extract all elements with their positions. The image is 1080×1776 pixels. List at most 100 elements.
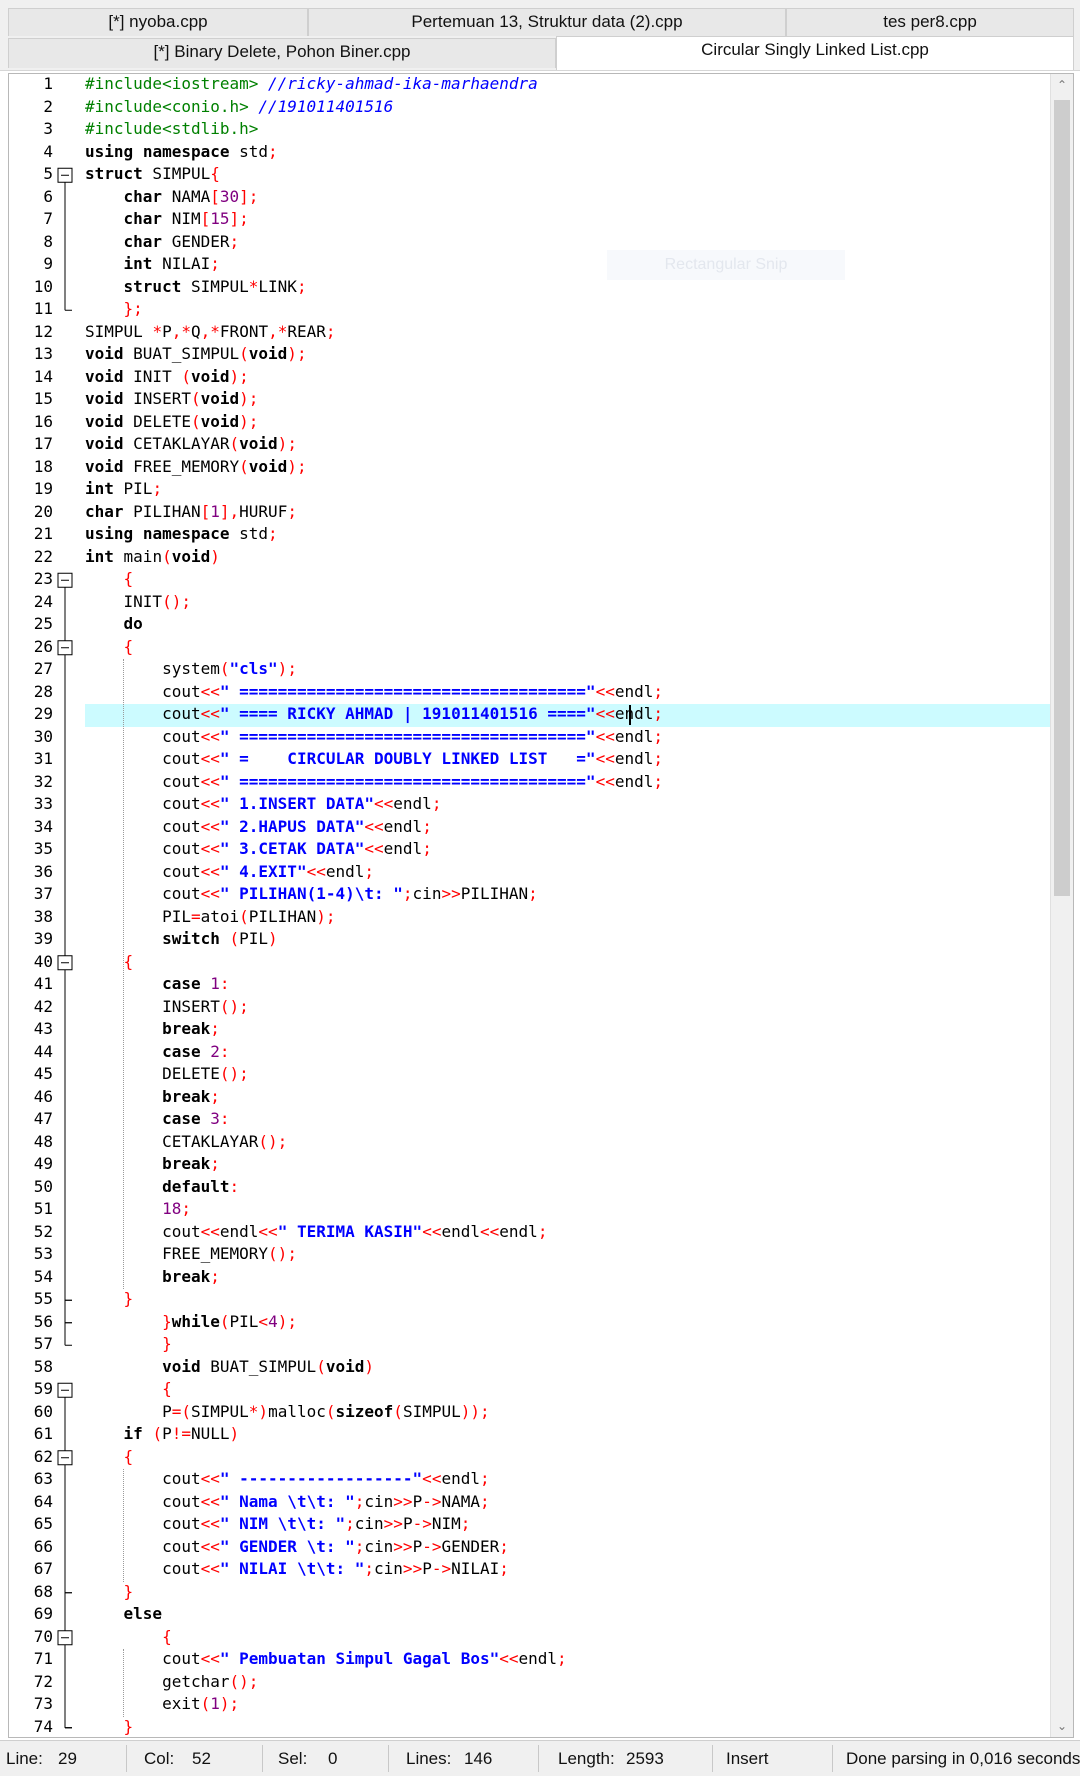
code-line[interactable]: if (P!=NULL)	[123, 1424, 240, 1443]
code-line[interactable]: CETAKLAYAR();	[85, 1131, 288, 1151]
code-line[interactable]: 18;	[162, 1199, 191, 1218]
code-line[interactable]: cout<<" NILAI \t\t: ";cin>>P->NILAI;	[85, 1559, 509, 1578]
status-message: Done parsing in 0,016 seconds	[846, 1749, 1080, 1768]
code-line[interactable]: void DELETE(void);	[85, 411, 259, 431]
code-line[interactable]: #include<iostream> //ricky-ahmad-ika-mar…	[85, 74, 538, 93]
code-line[interactable]: void INSERT(void);	[85, 389, 259, 408]
code-line[interactable]: {	[162, 1379, 172, 1398]
code-line[interactable]: }	[123, 1716, 134, 1736]
line-number: 63	[33, 1469, 53, 1488]
code-line[interactable]: default:	[162, 1176, 240, 1196]
code-line[interactable]: char NIM[15];	[123, 209, 249, 228]
code-line[interactable]: int main(void)	[85, 546, 220, 566]
code-line[interactable]: {	[123, 951, 134, 971]
code-line[interactable]: }	[162, 1334, 172, 1353]
vertical-scrollbar[interactable]: ⌃ ⌄	[1050, 74, 1073, 1737]
code-area[interactable]: #include<iostream> //ricky-ahmad-ika-mar…	[85, 74, 1051, 1737]
scroll-thumb[interactable]	[1054, 100, 1070, 896]
code-line[interactable]: cout<<" 4.EXIT"<<endl;	[85, 861, 375, 881]
code-line[interactable]: using namespace std;	[85, 141, 278, 161]
code-line[interactable]: exit(1);	[85, 1694, 240, 1713]
code-line[interactable]: char GENDER;	[123, 231, 240, 251]
code-line[interactable]: INIT();	[85, 591, 191, 611]
line-number: 6	[43, 186, 53, 206]
code-line[interactable]: cout<<" Pembuatan Simpul Gagal Bos"<<end…	[85, 1649, 567, 1668]
line-number: 60	[33, 1401, 53, 1421]
code-line[interactable]: void FREE_MEMORY(void);	[85, 456, 307, 476]
code-line[interactable]: switch (PIL)	[162, 929, 278, 948]
code-line[interactable]: cout<<" ================================…	[85, 681, 664, 701]
tab-pertemuan-13[interactable]: Pertemuan 13, Struktur data (2).cpp	[308, 8, 786, 36]
code-line[interactable]: break;	[162, 1086, 220, 1106]
code-line[interactable]: cout<<" PILIHAN(1-4)\t: ";cin>>PILIHAN;	[85, 884, 538, 903]
scroll-up-icon[interactable]: ⌃	[1056, 78, 1068, 92]
code-line[interactable]: void INIT (void);	[85, 366, 249, 386]
line-number: 47	[33, 1109, 53, 1128]
indent-guide	[123, 1649, 125, 1717]
code-line[interactable]: #include<conio.h> //191011401516	[85, 96, 394, 116]
line-number: 66	[33, 1536, 53, 1556]
code-line[interactable]: FREE_MEMORY();	[85, 1244, 297, 1263]
code-line[interactable]: struct SIMPUL{	[85, 164, 220, 183]
code-line[interactable]: getchar();	[85, 1671, 259, 1691]
code-line[interactable]: cout<<" ------------------"<<endl;	[85, 1469, 490, 1488]
code-line[interactable]: }	[123, 1581, 134, 1601]
tab-tes-per8[interactable]: tes per8.cpp	[786, 8, 1074, 36]
code-line[interactable]: cout<<" 1.INSERT DATA"<<endl;	[85, 794, 442, 813]
code-line[interactable]: cout<<" ================================…	[85, 771, 664, 791]
line-number: 43	[33, 1019, 53, 1038]
code-line[interactable]: P=(SIMPUL*)malloc(sizeof(SIMPUL));	[85, 1401, 490, 1421]
code-line[interactable]: void BUAT_SIMPUL(void)	[162, 1356, 374, 1376]
code-line[interactable]: using namespace std;	[85, 524, 278, 543]
code-line[interactable]: break;	[162, 1019, 220, 1038]
code-line-current[interactable]: cout<<" ==== RICKY AHMAD | 191011401516 …	[85, 704, 1051, 727]
status-divider	[388, 1745, 389, 1772]
code-line[interactable]: char PILIHAN[1],HURUF;	[85, 501, 297, 521]
code-line[interactable]: break;	[162, 1154, 220, 1173]
status-divider	[712, 1745, 713, 1772]
code-line[interactable]: do	[123, 614, 143, 633]
code-line[interactable]: cout<<" 2.HAPUS DATA"<<endl;	[85, 816, 432, 836]
code-line[interactable]: cout<<endl<<" TERIMA KASIH"<<endl<<endl;	[85, 1221, 548, 1241]
code-line[interactable]: PIL=atoi(PILIHAN);	[85, 906, 336, 926]
code-line[interactable]: {	[162, 1626, 172, 1646]
code-line[interactable]: break;	[162, 1266, 220, 1286]
code-line[interactable]: cout<<" GENDER \t: ";cin>>P->GENDER;	[85, 1536, 509, 1556]
code-line[interactable]: SIMPUL *P,*Q,*FRONT,*REAR;	[85, 321, 336, 341]
code-line[interactable]: INSERT();	[85, 996, 249, 1016]
code-line[interactable]: void CETAKLAYAR(void);	[85, 434, 297, 453]
code-line[interactable]: #include<stdlib.h>	[85, 119, 259, 138]
code-line[interactable]: cout<<" ================================…	[85, 726, 664, 746]
line-number: 2	[43, 96, 53, 116]
line-number: 56	[33, 1311, 53, 1331]
code-line[interactable]: {	[123, 1446, 134, 1466]
line-number: 53	[33, 1244, 53, 1263]
code-line[interactable]: {	[123, 569, 134, 588]
code-line[interactable]: char NAMA[30];	[123, 186, 259, 206]
line-number: 26	[33, 636, 53, 656]
code-line[interactable]: DELETE();	[85, 1064, 249, 1083]
code-line[interactable]: cout<<" 3.CETAK DATA"<<endl;	[85, 839, 432, 858]
scroll-down-icon[interactable]: ⌄	[1056, 1719, 1068, 1733]
tab-binary-delete[interactable]: [*] Binary Delete, Pohon Biner.cpp	[8, 38, 556, 68]
code-line[interactable]: case 3:	[162, 1109, 230, 1128]
code-line[interactable]: case 1:	[162, 974, 230, 993]
code-line[interactable]: int NILAI;	[123, 254, 220, 273]
code-line[interactable]: case 2:	[162, 1041, 230, 1061]
code-line[interactable]: int PIL;	[85, 479, 163, 498]
code-line[interactable]: cout<<" NIM \t\t: ";cin>>P->NIM;	[85, 1514, 471, 1533]
code-line[interactable]: };	[123, 299, 143, 318]
code-line[interactable]: {	[123, 636, 134, 656]
code-line[interactable]: cout<<" = CIRCULAR DOUBLY LINKED LIST ="…	[85, 749, 664, 768]
code-line[interactable]: struct SIMPUL*LINK;	[123, 276, 307, 296]
code-line[interactable]: system("cls");	[85, 659, 297, 678]
code-line[interactable]: }while(PIL<4);	[162, 1311, 297, 1331]
code-line[interactable]: else	[123, 1604, 163, 1623]
tab-circular-singly-linked-list[interactable]: Circular Singly Linked List.cpp	[556, 36, 1074, 70]
code-line[interactable]: }	[123, 1289, 134, 1308]
code-line[interactable]: cout<<" Nama \t\t: ";cin>>P->NAMA;	[85, 1491, 490, 1511]
line-number: 59	[33, 1379, 53, 1398]
code-line[interactable]: void BUAT_SIMPUL(void);	[85, 344, 307, 363]
tab-nyoba[interactable]: [*] nyoba.cpp	[8, 8, 308, 36]
